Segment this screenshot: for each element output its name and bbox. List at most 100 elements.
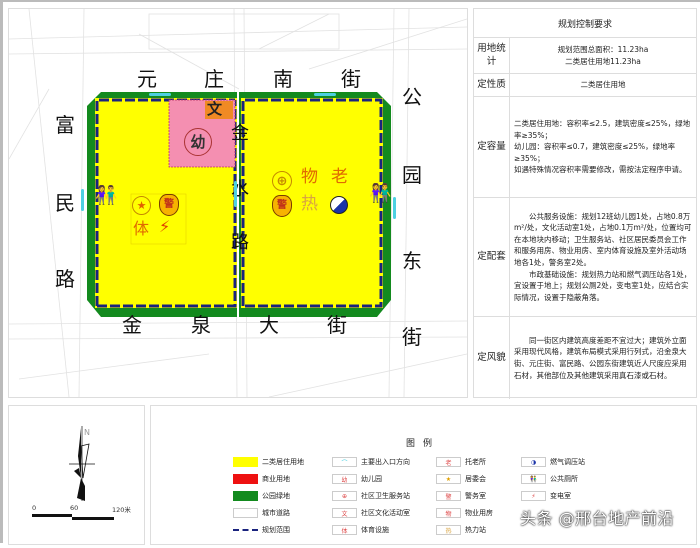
legend-label: 公园绿地 (262, 492, 290, 500)
legend-item-commercial: 商业用地 (233, 473, 290, 485)
legend-label: 热力站 (465, 526, 486, 534)
capacity-note-text: 如遇特殊情况容积率需要修改，需按法定程序申请。 (514, 165, 687, 175)
table-row-appearance: 定风貌 同一街区内建筑高度差距不宜过大；建筑外立面采用现代风格，建筑布局模式采用… (474, 317, 696, 399)
table-row-land-use: 定性质 二类居住用地 (474, 74, 696, 97)
public-toilet-icon-west: 👫 (95, 185, 118, 206)
red-swatch (233, 474, 258, 484)
residents-committee-icon: ★ (132, 196, 151, 215)
green-swatch (233, 491, 258, 501)
legend-label: 幼儿园 (361, 475, 382, 483)
legend-item-health-station: ⊕ 社区卫生服务站 (332, 490, 410, 502)
row-content: 同一街区内建筑高度差距不宜过大；建筑外立面采用现代风格，建筑布局模式采用行列式，… (510, 317, 696, 399)
dashed-line-swatch (233, 529, 258, 531)
substation-icon: ⚡ (521, 491, 546, 501)
east-residential-block (239, 92, 391, 317)
site-plan-map: 元 庄 南 街 富 民 路 金 水 路 公 园 东 街 金 泉 大 街 文 幼 … (8, 8, 468, 398)
road-label-yuanzhuang-1: 元 (137, 67, 157, 91)
legend-item-police-room: 警警务室 (436, 490, 486, 502)
appearance-text: 同一街区内建筑高度差距不宜过大；建筑外立面采用现代风格，建筑布局模式采用行列式，… (514, 335, 687, 380)
road-label-jinquan-1: 金 (122, 313, 142, 337)
legend-label: 社区文化活动室 (361, 509, 410, 517)
legend-label: 体育设施 (361, 526, 389, 534)
scale-tick-60: 60 (70, 504, 79, 512)
gas-station-icon: ◑ (521, 457, 546, 467)
row-heading: 定性质 (474, 74, 510, 96)
road-swatch (233, 508, 258, 518)
sports-facility-icon: 体 (133, 219, 150, 238)
legend-item-road: 城市道路 (233, 507, 290, 519)
legend-label: 规划范围 (262, 526, 290, 534)
capacity-kindergarten-text: 幼儿园：容积率≤0.7，建筑密度≤25%，绿地率≥35%； (514, 142, 676, 163)
table-row-facilities: 定配套 公共服务设施：规划12班幼儿园1处，占地0.8万m²/处，文化活动室1处… (474, 198, 696, 317)
entrance-marker-west (81, 189, 84, 211)
legend-label: 社区卫生服务站 (361, 492, 410, 500)
police-room-icon-east: 警 (272, 195, 292, 217)
legend-label: 居委会 (465, 475, 486, 483)
legend-label: 城市道路 (262, 509, 290, 517)
road-label-jinshui-3: 路 (231, 232, 249, 253)
road-label-gongyuandong-4: 街 (402, 325, 422, 349)
legend-label: 托老所 (465, 458, 486, 466)
culture-room-icon: 文 (332, 508, 357, 518)
legend-item-substation: ⚡变电室 (521, 490, 571, 502)
road-label-jinquan-3: 大 (259, 313, 279, 337)
entrance-marker-north-east (314, 93, 336, 96)
police-room-icon-west: 警 (159, 194, 179, 216)
public-toilet-icon: 👫 (521, 474, 546, 484)
sports-icon: 体 (332, 525, 357, 535)
road-label-jinquan-4: 街 (327, 313, 347, 337)
row-content: 公共服务设施：规划12班幼儿园1处，占地0.8万m²/处，文化活动室1处，占地0… (510, 198, 696, 316)
legend-item-residential: 二类居住用地 (233, 456, 304, 468)
road-label-yuanzhuang-3: 南 (273, 67, 293, 91)
road-label-fumin-1: 富 (55, 113, 75, 137)
legend-label: 警务室 (465, 492, 486, 500)
road-label-gongyuandong-2: 园 (402, 163, 422, 187)
row-content: 二类居住用地：容积率≤2.5，建筑密度≤25%，绿地率≥35%； 幼儿园：容积率… (510, 97, 696, 197)
table-row-capacity: 定容量 二类居住用地：容积率≤2.5，建筑密度≤25%，绿地率≥35%； 幼儿园… (474, 97, 696, 198)
scale-tick-120: 120米 (112, 506, 131, 514)
legend-label: 二类居住用地 (262, 458, 304, 466)
row-heading: 用地统计 (474, 38, 510, 73)
heat-station-icon: 热 (301, 194, 318, 214)
road-label-yuanzhuang-4: 街 (341, 67, 361, 91)
capacity-residential-text: 二类居住用地：容积率≤2.5，建筑密度≤25%，绿地率≥35%； (514, 118, 691, 140)
yellow-swatch (233, 457, 258, 467)
entrance-icon: ⌒ (332, 457, 357, 467)
entrance-marker-middle (234, 181, 237, 207)
watermark: 头条 @邢台地产前沿 (520, 509, 675, 528)
entrance-marker-north-west (149, 93, 171, 96)
residential-area-text: 二类居住用地11.23ha (565, 56, 641, 66)
row-heading: 定配套 (474, 198, 510, 316)
legend-item-park: 公园绿地 (233, 490, 290, 502)
road-label-yuanzhuang-2: 庄 (204, 67, 224, 91)
legend-item-culture-room: 文社区文化活动室 (332, 507, 410, 519)
legend-item-kindergarten: 幼幼儿园 (332, 473, 382, 485)
row-content: 规划范围总面积：11.23ha 二类居住用地11.23ha (510, 38, 696, 73)
legend-item-elderly-care: 老托老所 (436, 456, 486, 468)
road-label-fumin-3: 路 (55, 267, 75, 291)
legend-title: 图例 (406, 439, 441, 449)
road-label-gongyuandong-1: 公 (402, 85, 422, 109)
north-arrow-icon (69, 426, 95, 501)
public-services-text: 公共服务设施：规划12班幼儿园1处，占地0.8万m²/处，文化活动室1处，占地0… (514, 211, 692, 268)
legend-item-gas-station: ◑燃气调压站 (521, 456, 585, 468)
culture-room-icon: 文 (207, 100, 223, 118)
compass-scale-panel: N 0 60 120米 (8, 405, 145, 545)
health-station-icon: ⊕ (332, 491, 357, 501)
road-label-jinquan-2: 泉 (191, 313, 211, 337)
elderly-care-icon: 老 (436, 457, 461, 467)
legend-label: 商业用地 (262, 475, 290, 483)
legend-item-sports: 体体育设施 (332, 524, 389, 536)
residents-committee-icon: ★ (436, 474, 461, 484)
legend-label: 公共厕所 (550, 475, 578, 483)
legend-item-boundary: 规划范围 (233, 524, 290, 536)
legend-panel: 图例 二类居住用地 商业用地 公园绿地 城市道路 规划范围 ⌒主要出入口方向 幼… (150, 405, 697, 545)
row-heading: 定风貌 (474, 317, 510, 399)
elderly-care-icon: 老 (331, 167, 348, 187)
heat-station-icon: 热 (436, 525, 461, 535)
infrastructure-text: 市政基础设施：规划热力站和燃气调压站各1处，宜设置于地上；规划公厕2处，变电室1… (514, 269, 692, 302)
road-label-gongyuandong-3: 东 (402, 249, 422, 273)
planning-control-table: 规划控制要求 用地统计 规划范围总面积：11.23ha 二类居住用地11.23h… (473, 8, 697, 399)
property-room-icon: 物 (436, 508, 461, 518)
police-room-icon: 警 (436, 491, 461, 501)
